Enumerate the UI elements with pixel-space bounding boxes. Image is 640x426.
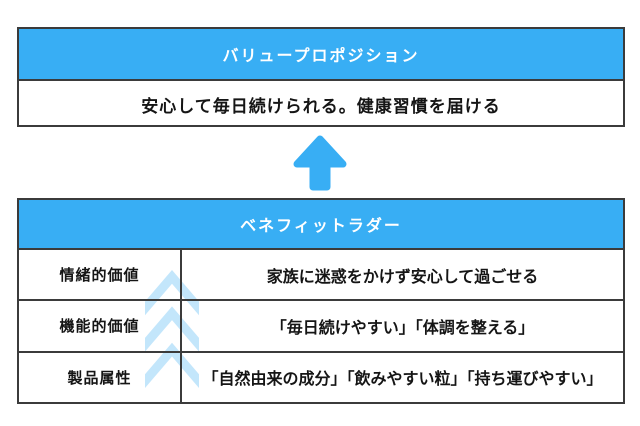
value-proposition-box: バリュープロポジション 安心して毎日続けられる。健康習慣を届ける (17, 27, 625, 127)
ladder-row-emotional: 情緒的価値 家族に迷惑をかけず安心して過ごせる (19, 250, 623, 302)
benefit-ladder-header: ベネフィットラダー (19, 200, 623, 250)
ladder-row-functional: 機能的価値 「毎日続けやすい」「体調を整える」 (19, 301, 623, 353)
value-proposition-header: バリュープロポジション (19, 29, 623, 81)
ladder-row-label: 情緒的価値 (19, 250, 182, 300)
ladder-row-value: 「毎日続けやすい」「体調を整える」 (270, 319, 535, 337)
value-proposition-statement: 安心して毎日続けられる。健康習慣を届ける (141, 96, 501, 116)
ladder-row-label: 製品属性 (19, 352, 182, 402)
value-proposition-title: バリュープロポジション (222, 48, 420, 65)
ladder-row-value: 家族に迷惑をかけず安心して過ごせる (266, 268, 539, 286)
ladder-row-label: 機能的価値 (19, 301, 182, 351)
benefit-ladder-rows: 情緒的価値 家族に迷惑をかけず安心して過ごせる 機能的価値 「毎日続けやすい」「… (19, 250, 623, 402)
benefit-ladder-title: ベネフィットラダー (240, 218, 402, 235)
ladder-row-value: 「自然由来の成分」「飲みやすい粒」「持ち運びやすい」 (202, 371, 603, 389)
ladder-row-attributes: 製品属性 「自然由来の成分」「飲みやすい粒」「持ち運びやすい」 (19, 352, 623, 402)
benefit-ladder-box: ベネフィットラダー 情緒的価値 家族に迷惑をかけず安心して過ごせる 機能的価値 … (17, 198, 625, 404)
value-proposition-body: 安心して毎日続けられる。健康習慣を届ける (19, 81, 623, 127)
up-arrow-icon (293, 135, 347, 193)
